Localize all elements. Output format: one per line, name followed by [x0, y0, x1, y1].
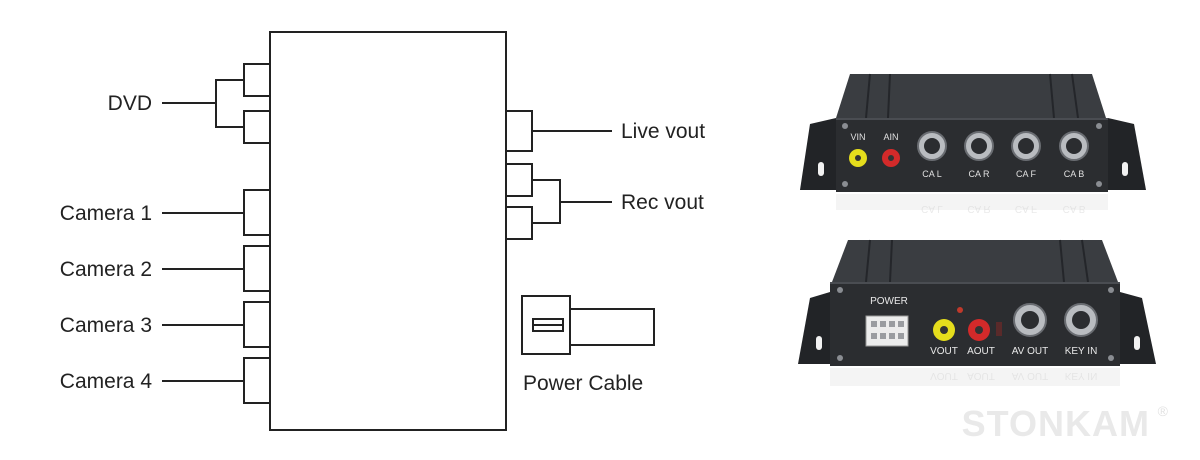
- camera3-label: Camera 3: [60, 314, 152, 337]
- registered-mark: ®: [1158, 403, 1169, 419]
- power-cable-label: Power Cable: [523, 372, 643, 395]
- camera4-connector: [243, 357, 271, 404]
- device-front-image: VIN AIN CA L CA R CA F CA B CA L CA R CA…: [800, 73, 1146, 214]
- brand-watermark: STONKAM: [962, 403, 1150, 444]
- aout-label: AOUT: [967, 346, 995, 357]
- power-label: POWER: [870, 296, 908, 307]
- ca-l-label: CA L: [922, 169, 942, 179]
- connection-lines: [162, 79, 612, 382]
- rec-vout-connector-top: [505, 163, 533, 197]
- vin-label: VIN: [850, 132, 865, 142]
- camera3-connector: [243, 301, 271, 348]
- rec-vout-connector-bottom: [505, 206, 533, 240]
- camera1-connector: [243, 189, 271, 236]
- key-in-label: KEY IN: [1065, 346, 1098, 357]
- camera2-label: Camera 2: [60, 258, 152, 281]
- dvd-label: DVD: [108, 92, 152, 115]
- camera2-connector: [243, 245, 271, 292]
- ain-label: AIN: [883, 132, 898, 142]
- rec-vout-label: Rec vout: [621, 191, 704, 214]
- ca-b-label: CA B: [1064, 169, 1085, 179]
- camera1-label: Camera 1: [60, 202, 152, 225]
- main-unit-box: [269, 31, 507, 431]
- camera4-label: Camera 4: [60, 370, 153, 393]
- block-diagram: [243, 31, 533, 431]
- aout-reflection: AOUT: [967, 370, 995, 381]
- ca-b-reflection: CA B: [1063, 203, 1086, 214]
- live-vout-label: Live vout: [621, 120, 705, 143]
- av-out-reflection: AV OUT: [1012, 370, 1048, 381]
- ca-r-reflection: CA R: [967, 203, 990, 214]
- dvd-connector-bottom: [243, 110, 271, 144]
- vout-reflection: VOUT: [930, 370, 958, 381]
- power-cable-icon: [521, 295, 655, 355]
- dvd-connector-top: [243, 63, 271, 97]
- av-out-label: AV OUT: [1012, 346, 1048, 357]
- ca-f-reflection: CA F: [1015, 203, 1037, 214]
- key-in-reflection: KEY IN: [1065, 370, 1098, 381]
- vout-label: VOUT: [930, 346, 958, 357]
- led-indicator: [957, 307, 963, 313]
- ca-r-label: CA R: [968, 169, 990, 179]
- ca-l-reflection: CA L: [921, 203, 943, 214]
- ca-f-label: CA F: [1016, 169, 1037, 179]
- device-back-image: POWER VOUT AOUT AV OUT KEY IN VOUT AOUT …: [798, 239, 1156, 386]
- power-socket: [865, 315, 909, 347]
- live-vout-connector: [505, 110, 533, 152]
